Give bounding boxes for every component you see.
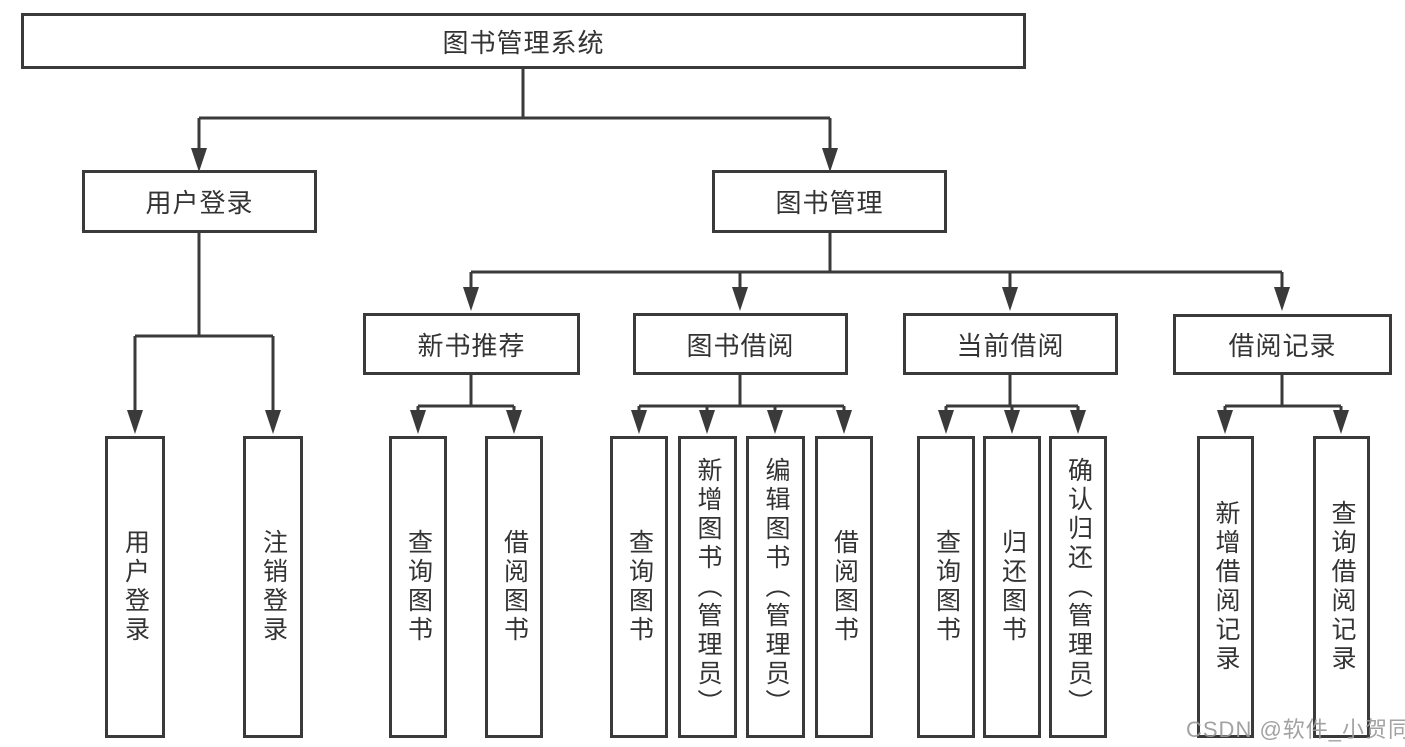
leaf-confirm-return-admin: 确认归还（管理员）: [1049, 436, 1107, 738]
leaf-label: 确认归还（管理员）: [1064, 456, 1093, 718]
leaf-logout: 注销登录: [243, 436, 303, 738]
leaf-label: 查询图书: [625, 529, 654, 645]
node-user-login-branch: 用户登录: [82, 170, 317, 233]
arrow-down-icon: [463, 287, 479, 311]
leaf-borrow-books: 借阅图书: [815, 436, 873, 738]
arrow-down-icon: [127, 410, 143, 434]
node-label: 图书管理: [775, 188, 884, 218]
arrow-down-icon: [631, 410, 647, 434]
arrow-down-icon: [836, 410, 852, 434]
leaf-borrow-books: 借阅图书: [485, 436, 543, 738]
leaf-label: 归还图书: [998, 529, 1027, 645]
leaf-label: 查询借阅记录: [1328, 500, 1356, 674]
arrow-down-icon: [191, 148, 207, 172]
leaf-label: 查询图书: [404, 529, 433, 645]
node-current-borrow: 当前借阅: [903, 313, 1118, 375]
leaf-query-books: 查询图书: [610, 436, 668, 738]
arrow-down-icon: [265, 410, 281, 434]
node-root-label: 图书管理系统: [442, 27, 605, 58]
node-borrow-record: 借阅记录: [1173, 314, 1392, 375]
leaf-query-books: 查询图书: [389, 436, 447, 738]
leaf-edit-book-admin: 编辑图书（管理员）: [746, 436, 805, 738]
leaf-label: 编辑图书（管理员）: [762, 456, 790, 718]
node-label: 新书推荐: [417, 330, 526, 361]
arrow-down-icon: [1274, 287, 1290, 311]
arrow-down-icon: [1004, 410, 1020, 434]
node-label: 借阅记录: [1228, 331, 1337, 361]
arrow-down-icon: [699, 410, 715, 434]
leaf-label: 查询图书: [932, 529, 961, 645]
arrow-down-icon: [767, 410, 783, 434]
leaf-label: 注销登录: [259, 529, 288, 645]
node-label: 当前借阅: [956, 330, 1065, 361]
leaf-label: 用户登录: [121, 529, 150, 645]
arrow-down-icon: [1002, 287, 1018, 311]
arrow-down-icon: [938, 410, 954, 434]
arrow-down-icon: [1333, 410, 1349, 434]
leaf-label: 借阅图书: [830, 529, 859, 645]
node-root: 图书管理系统: [21, 13, 1026, 69]
arrow-down-icon: [506, 410, 522, 434]
node-label: 用户登录: [145, 188, 254, 218]
leaf-label: 新增借阅记录: [1212, 500, 1240, 674]
arrow-down-icon: [732, 287, 748, 311]
node-book-borrow: 图书借阅: [633, 313, 848, 375]
node-book-management: 图书管理: [712, 170, 947, 233]
leaf-label: 借阅图书: [500, 529, 529, 645]
leaf-user-login: 用户登录: [105, 436, 165, 738]
arrow-down-icon: [822, 148, 838, 172]
node-label: 图书借阅: [686, 330, 795, 361]
leaf-add-book-admin: 新增图书（管理员）: [678, 436, 737, 738]
arrow-down-icon: [410, 410, 426, 434]
arrow-down-icon: [1070, 410, 1086, 434]
leaf-label: 新增图书（管理员）: [694, 456, 722, 718]
watermark: CSDN @软件_小贺同学: [1186, 717, 1405, 742]
leaf-query-borrow-record: 查询借阅记录: [1313, 436, 1370, 738]
leaf-return-books: 归还图书: [983, 436, 1041, 738]
arrow-down-icon: [1217, 410, 1233, 434]
leaf-query-books: 查询图书: [917, 436, 975, 738]
node-new-book-recommend: 新书推荐: [363, 313, 580, 375]
leaf-add-borrow-record: 新增借阅记录: [1197, 436, 1254, 738]
